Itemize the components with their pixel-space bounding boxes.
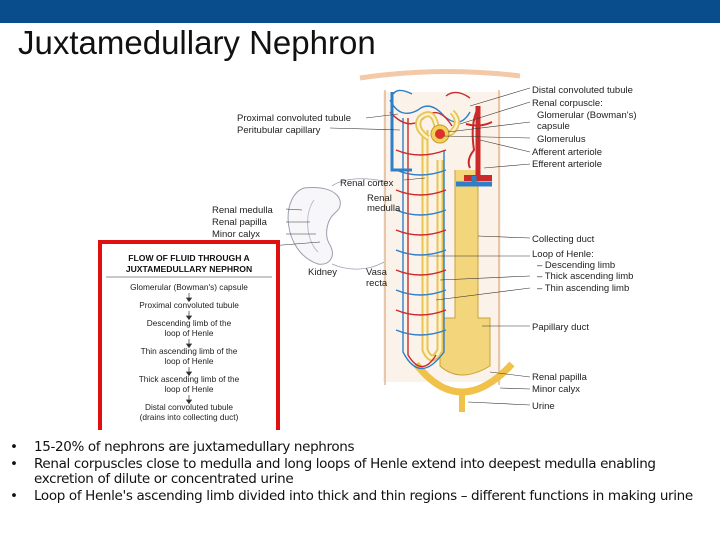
flow-box: FLOW OF FLUID THROUGH A JUXTAMEDULLARY N… bbox=[98, 240, 280, 430]
bullet-item: • 15-20% of nephrons are juxtamedullary n… bbox=[10, 440, 710, 455]
label-thin-ascending-limb: – Thin ascending limb bbox=[537, 283, 629, 294]
flow-step-proximal: Proximal convoluted tubule bbox=[139, 300, 239, 310]
label-kidney: Kidney bbox=[308, 267, 337, 278]
flow-step-descending-1: Descending limb of the bbox=[147, 318, 232, 328]
label-efferent-arteriole: Efferent arteriole bbox=[532, 159, 602, 170]
label-papillary-duct: Papillary duct bbox=[532, 322, 589, 333]
flow-step-distal-2: (drains into collecting duct) bbox=[140, 412, 239, 422]
flow-arrows bbox=[185, 293, 193, 405]
flow-step-thick-ascending-1: Thick ascending limb of the bbox=[139, 374, 240, 384]
flow-step-thick-ascending-2: loop of Henle bbox=[165, 384, 214, 394]
leader-lines bbox=[269, 87, 531, 406]
label-urine: Urine bbox=[532, 401, 555, 412]
top-banner bbox=[0, 0, 720, 23]
flow-step-distal-1: Distal convoluted tubule bbox=[145, 402, 233, 412]
label-vasa-recta-2: recta bbox=[366, 278, 388, 289]
bullet-symbol: • bbox=[10, 439, 18, 455]
bullet-text: 15-20% of nephrons are juxtamedullary ne… bbox=[34, 439, 355, 455]
label-renal-medulla-inner-1: Renal bbox=[367, 193, 392, 204]
label-loop-of-henle: Loop of Henle: bbox=[532, 249, 594, 260]
label-thick-ascending-limb: – Thick ascending limb bbox=[537, 271, 633, 282]
label-vasa-recta-1: Vasa bbox=[366, 267, 388, 278]
label-glomerular-capsule-2: capsule bbox=[537, 121, 570, 132]
renal-cortex-band bbox=[359, 68, 521, 81]
label-renal-corpuscle: Renal corpuscle: bbox=[532, 98, 603, 109]
label-peritubular-capillary: Peritubular capillary bbox=[237, 125, 321, 136]
label-collecting-duct: Collecting duct bbox=[532, 234, 595, 245]
flow-step-thin-ascending-1: Thin ascending limb of the bbox=[141, 346, 238, 356]
renal-corpuscle bbox=[430, 124, 450, 144]
afferent-efferent-arterioles bbox=[456, 106, 493, 187]
flow-heading-line-2: JUXTAMEDULLARY NEPHRON bbox=[126, 264, 252, 274]
flow-step-thin-ascending-2: loop of Henle bbox=[165, 356, 214, 366]
bullet-text: Loop of Henle's ascending limb divided i… bbox=[34, 488, 693, 504]
label-distal-convoluted-tubule: Distal convoluted tubule bbox=[532, 85, 633, 96]
label-afferent-arteriole: Afferent arteriole bbox=[532, 147, 602, 158]
flow-heading-line-1: FLOW OF FLUID THROUGH A bbox=[128, 253, 249, 263]
label-minor-calyx: Minor calyx bbox=[212, 229, 260, 240]
loop-of-henle bbox=[421, 130, 444, 362]
renal-vein bbox=[390, 92, 412, 172]
label-descending-limb: – Descending limb bbox=[537, 260, 615, 271]
bullet-list: • 15-20% of nephrons are juxtamedullary n… bbox=[10, 440, 710, 504]
flow-step-descending-2: loop of Henle bbox=[165, 328, 214, 338]
label-renal-papilla-right: Renal papilla bbox=[532, 372, 588, 383]
label-renal-medulla: Renal medulla bbox=[212, 205, 273, 216]
vasa-recta bbox=[395, 118, 447, 369]
flow-step-capsule: Glomerular (Bowman's) capsule bbox=[130, 282, 248, 292]
label-minor-calyx-right: Minor calyx bbox=[532, 384, 580, 395]
bullet-symbol: • bbox=[10, 488, 18, 504]
label-glomerular-capsule-1: Glomerular (Bowman's) bbox=[537, 110, 636, 121]
bullet-item: • Renal corpuscles close to medulla and l… bbox=[10, 457, 710, 487]
nephron-diagram: Proximal convoluted tubule Peritubular c… bbox=[98, 68, 636, 430]
slide-title: Juxtamedullary Nephron bbox=[18, 24, 376, 61]
convoluted-tubules bbox=[415, 109, 460, 141]
kidney-icon bbox=[287, 178, 389, 270]
collecting-duct bbox=[413, 170, 515, 412]
label-renal-medulla-inner-2: medulla bbox=[367, 203, 401, 214]
label-glomerulus: Glomerulus bbox=[537, 134, 586, 145]
label-proximal-convoluted-tubule: Proximal convoluted tubule bbox=[237, 113, 351, 124]
label-renal-papilla: Renal papilla bbox=[212, 217, 268, 228]
label-renal-cortex: Renal cortex bbox=[340, 178, 394, 189]
bullet-text: Renal corpuscles close to medulla and lo… bbox=[34, 456, 656, 487]
bullet-symbol: • bbox=[10, 456, 18, 472]
bullet-item: • Loop of Henle's ascending limb divided … bbox=[10, 489, 710, 504]
